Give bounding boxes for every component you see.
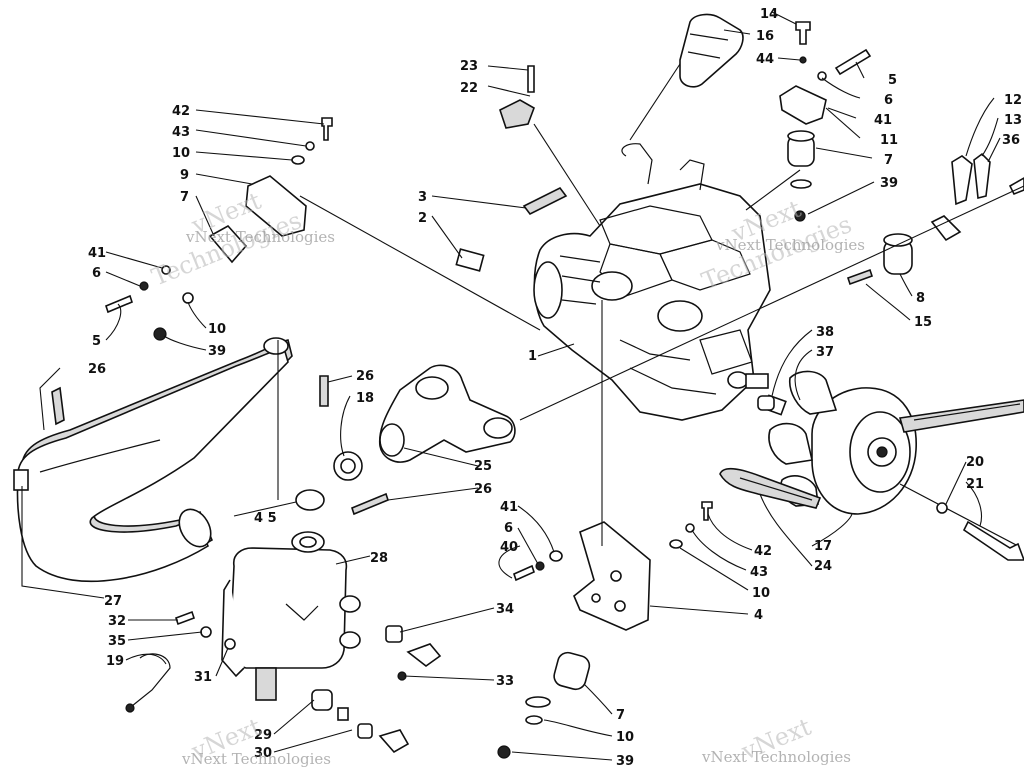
callout-18: 18 bbox=[356, 391, 374, 406]
callout-22: 22 bbox=[460, 81, 478, 96]
callout-34: 34 bbox=[496, 602, 514, 617]
callout-10-left: 10 bbox=[208, 322, 226, 337]
callout-26-lower: 26 bbox=[474, 482, 492, 497]
callout-5-left: 5 bbox=[92, 334, 101, 349]
callout-11: 11 bbox=[880, 133, 898, 148]
engine-block bbox=[533, 143, 771, 421]
callout-12: 12 bbox=[1004, 93, 1022, 108]
callout-19: 19 bbox=[106, 654, 124, 669]
callout-33: 33 bbox=[496, 674, 514, 689]
callout-42-left: 42 bbox=[172, 104, 190, 119]
callout-37: 37 bbox=[816, 345, 834, 360]
callout-39: 39 bbox=[880, 176, 898, 191]
callout-15: 15 bbox=[914, 315, 932, 330]
callout-29: 29 bbox=[254, 728, 272, 743]
callout-43-left: 43 bbox=[172, 125, 190, 140]
callout-9: 9 bbox=[180, 168, 189, 183]
callout-41: 41 bbox=[874, 113, 892, 128]
exhaust-pipe bbox=[13, 337, 293, 583]
callout-10-lower: 10 bbox=[616, 730, 634, 745]
callout-27: 27 bbox=[104, 594, 122, 609]
callout-40: 40 bbox=[500, 540, 518, 555]
callout-7-lower: 7 bbox=[616, 708, 625, 723]
callout-17: 17 bbox=[814, 539, 832, 554]
callout-25: 25 bbox=[474, 459, 492, 474]
callout-30: 30 bbox=[254, 746, 272, 761]
callout-4: 4 bbox=[754, 608, 763, 623]
callout-26-left: 26 bbox=[88, 362, 106, 377]
callout-35: 35 bbox=[108, 634, 126, 649]
drive-clutch bbox=[763, 370, 1019, 547]
drive-belt bbox=[719, 399, 1024, 509]
exhaust-cap bbox=[679, 13, 744, 88]
callout-31: 31 bbox=[194, 670, 212, 685]
callout-14: 14 bbox=[760, 7, 778, 22]
callout-1: 1 bbox=[528, 349, 537, 364]
callout-44: 44 bbox=[756, 52, 774, 67]
muffler bbox=[221, 531, 361, 701]
callout-6-left: 6 bbox=[92, 266, 101, 281]
exhaust-manifold bbox=[333, 364, 516, 481]
callout-6: 6 bbox=[884, 93, 893, 108]
callout-39-left: 39 bbox=[208, 344, 226, 359]
callout-2: 2 bbox=[418, 211, 427, 226]
callout-7-left: 7 bbox=[180, 190, 189, 205]
hardware-parts bbox=[51, 21, 1024, 759]
callout-39-lower: 39 bbox=[616, 754, 634, 768]
callout-labels: 14 16 44 5 6 41 11 7 39 12 13 36 8 15 38… bbox=[88, 7, 1022, 768]
watermark-line-right: vNext Technologies bbox=[715, 236, 865, 254]
callout-8: 8 bbox=[916, 291, 925, 306]
callout-36: 36 bbox=[1002, 133, 1020, 148]
callout-38: 38 bbox=[816, 325, 834, 340]
callout-10-left-top: 10 bbox=[172, 146, 190, 161]
callout-41-center: 41 bbox=[500, 500, 518, 515]
callout-10-right: 10 bbox=[752, 586, 770, 601]
callout-3: 3 bbox=[418, 190, 427, 205]
watermark-line-bottom-right: vNext Technologies bbox=[701, 748, 851, 766]
callout-20: 20 bbox=[966, 455, 984, 470]
callout-45: 4 5 bbox=[254, 511, 277, 526]
callout-23: 23 bbox=[460, 59, 478, 74]
callout-24: 24 bbox=[814, 559, 832, 574]
callout-7: 7 bbox=[884, 153, 893, 168]
watermark-line-bottom-left: vNext Technologies bbox=[181, 750, 331, 768]
callout-5: 5 bbox=[888, 73, 897, 88]
leader-lines bbox=[21, 11, 1024, 761]
callout-13: 13 bbox=[1004, 113, 1022, 128]
callout-42-right: 42 bbox=[754, 544, 772, 559]
engine-mount-bracket bbox=[573, 521, 651, 631]
callout-21: 21 bbox=[966, 477, 984, 492]
callout-41-left: 41 bbox=[88, 246, 106, 261]
callout-43-right: 43 bbox=[750, 565, 768, 580]
callout-6-center: 6 bbox=[504, 521, 513, 536]
callout-16: 16 bbox=[756, 29, 774, 44]
callout-32: 32 bbox=[108, 614, 126, 629]
watermark-line-left: vNext Technologies bbox=[185, 228, 335, 246]
callout-28: 28 bbox=[370, 551, 388, 566]
callout-26-center: 26 bbox=[356, 369, 374, 384]
